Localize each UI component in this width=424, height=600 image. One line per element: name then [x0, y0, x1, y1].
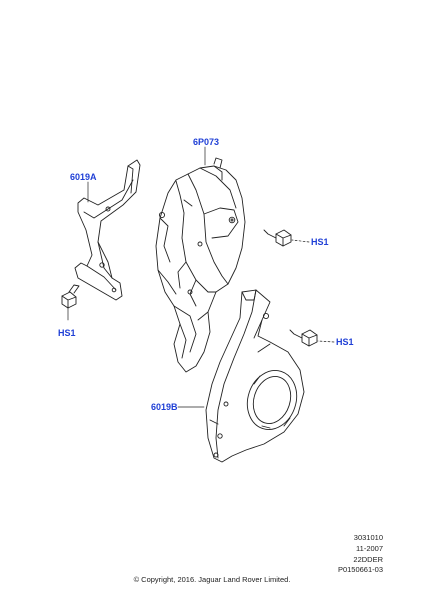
upper-timing-cover-6p073: [155, 157, 246, 373]
footer-date: 11-2007: [356, 544, 383, 553]
lower-timing-cover-6019b: [205, 289, 305, 463]
callout-lower-cover: 6019B: [151, 402, 178, 412]
bracket-bolt: [61, 284, 80, 309]
footer-code-1: 3031010: [353, 533, 383, 542]
callout-bracket-bolt: HS1: [58, 328, 76, 338]
footer-code-3: P0150661-03: [337, 565, 383, 574]
upper-bolt: [263, 229, 292, 247]
callout-upper-bolt: HS1: [311, 237, 329, 247]
footer-code-2: 22DDER: [353, 555, 383, 564]
callout-bracket: 6019A: [70, 172, 97, 182]
callout-lower-bolt: HS1: [336, 337, 354, 347]
callout-upper-cover: 6P073: [193, 137, 220, 147]
copyright-notice: © Copyright, 2016. Jaguar Land Rover Lim…: [133, 575, 291, 584]
leader-lines: [67, 146, 335, 408]
bracket-6019a: [74, 159, 141, 301]
lower-bolt: [289, 329, 318, 347]
